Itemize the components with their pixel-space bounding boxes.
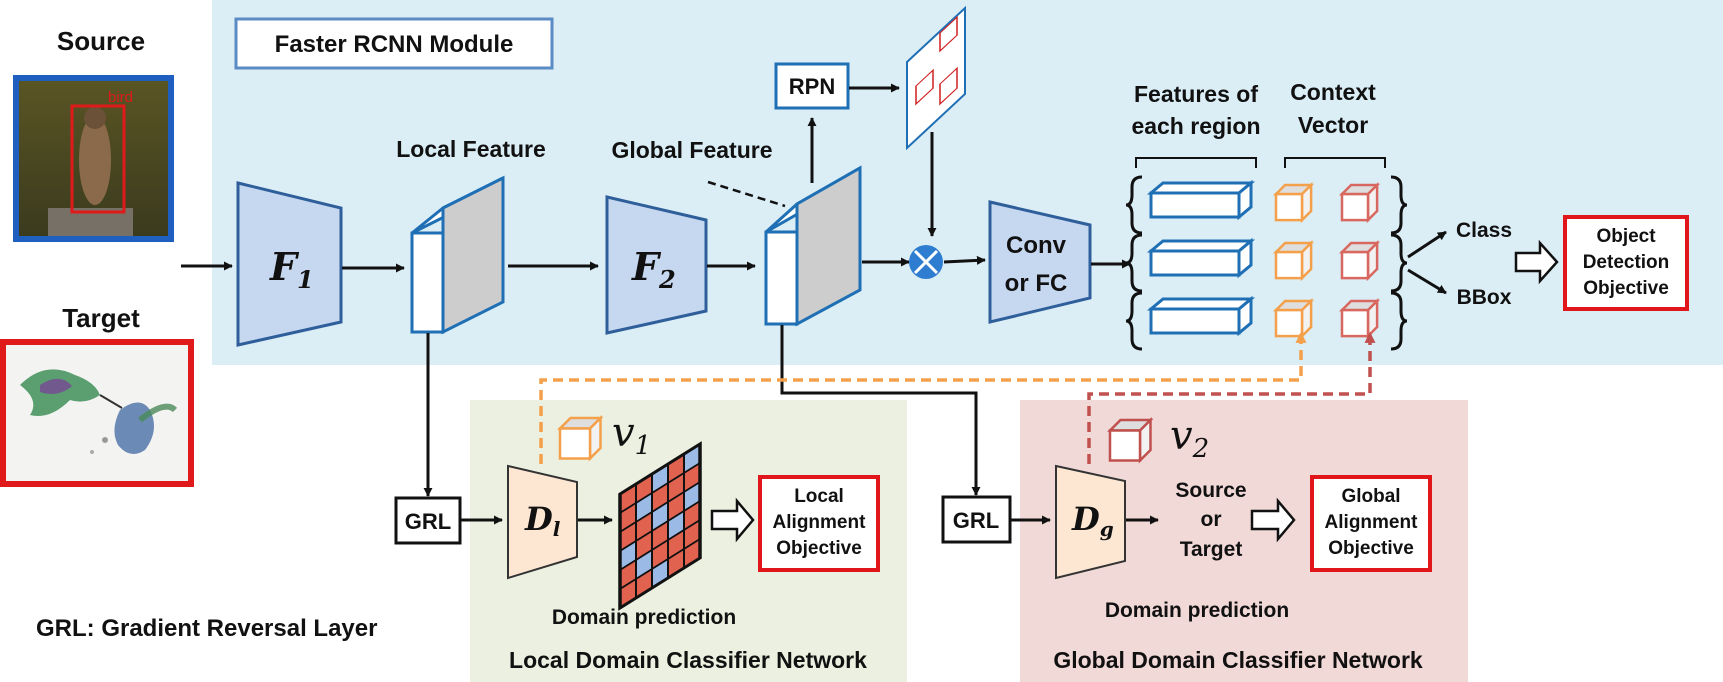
- grl-global-label: GRL: [953, 508, 999, 533]
- local-hollow-arrow: [710, 497, 755, 543]
- local-context-cube-1: [1272, 181, 1315, 224]
- region-proposals: [906, 5, 966, 151]
- rpn-box: [774, 62, 850, 110]
- global-domain-prediction-label: Domain prediction: [1105, 599, 1289, 622]
- dl-block: [507, 464, 578, 580]
- region-feature-box-1: [1146, 179, 1256, 221]
- local-domain-prediction-label: Domain prediction: [552, 606, 736, 629]
- f2-block: [605, 195, 708, 335]
- arrow-to-bbox: [1407, 268, 1447, 295]
- conv-label: Conv: [1006, 232, 1067, 259]
- arrow-roi-to-conv: [943, 255, 986, 265]
- local-panel-title: Local Domain Classifier Network: [509, 647, 867, 673]
- v2-cube-shape: [1106, 416, 1154, 464]
- local-objective-line1: Local: [794, 486, 844, 507]
- source-bbox-label: bird: [108, 89, 133, 106]
- v1-label: v1: [612, 410, 651, 461]
- region-row-2: [1125, 233, 1408, 293]
- faster-rcnn-title-box: [234, 17, 554, 70]
- detection-objective-box: [1563, 215, 1689, 311]
- v1-context-cube: [556, 414, 604, 462]
- f2-label: F2: [631, 244, 676, 294]
- target-image: [0, 339, 194, 487]
- local-prediction-map: [618, 441, 702, 611]
- global-objective-line3: Objective: [1328, 538, 1414, 559]
- local-objective-box: [758, 475, 880, 572]
- detection-objective-line3: Objective: [1583, 278, 1669, 299]
- features-brace: [1135, 157, 1257, 168]
- region-feature-box-2: [1146, 237, 1256, 279]
- context-brace: [1284, 157, 1386, 168]
- source-or-target-line2: or: [1201, 508, 1222, 531]
- detection-hollow-arrow: [1514, 239, 1559, 285]
- local-objective-line3: Objective: [776, 538, 862, 559]
- arrow-global-to-grl: [780, 325, 981, 496]
- grl-local-label: GRL: [405, 509, 451, 534]
- source-or-target-line1: Source: [1175, 479, 1246, 502]
- source-or-target-line3: Target: [1180, 538, 1243, 561]
- dl-label: Dl: [524, 500, 561, 541]
- rpn-label: RPN: [789, 74, 835, 99]
- region-row-3: [1125, 291, 1408, 351]
- conv-fc-block: [988, 200, 1092, 324]
- global-feature-pointer: [707, 180, 786, 208]
- grl-legend: GRL: Gradient Reversal Layer: [36, 615, 377, 642]
- region-feature-rows: [1125, 175, 1408, 351]
- bbox-label: BBox: [1457, 286, 1512, 309]
- target-label: Target: [62, 303, 140, 333]
- v1-dashed-link: [539, 331, 1307, 464]
- features-of-label: Features of: [1134, 81, 1258, 107]
- local-objective-line2: Alignment: [773, 512, 867, 533]
- context-label: Context: [1290, 79, 1376, 105]
- or-fc-label: or FC: [1005, 270, 1068, 297]
- faster-rcnn-title: Faster RCNN Module: [275, 31, 514, 58]
- local-feature-label: Local Feature: [396, 136, 546, 162]
- global-objective-box: [1310, 475, 1432, 572]
- detection-objective-line2: Detection: [1583, 252, 1670, 273]
- f1-label: F1: [269, 244, 314, 294]
- v2-dashed-link: [1087, 331, 1376, 464]
- class-label: Class: [1456, 219, 1512, 242]
- dg-block: [1055, 464, 1126, 580]
- local-feature-block: [410, 175, 505, 335]
- each-region-label: each region: [1131, 113, 1260, 139]
- vector-label: Vector: [1298, 112, 1368, 138]
- region-feature-box-3: [1146, 295, 1256, 337]
- global-context-cube-3: [1338, 297, 1381, 340]
- v1-cube-shape: [556, 414, 604, 462]
- global-feature-block: [764, 165, 862, 327]
- global-objective-line1: Global: [1341, 486, 1400, 507]
- global-context-cube-1: [1338, 181, 1381, 224]
- source-image: bird: [13, 75, 174, 242]
- global-panel-title: Global Domain Classifier Network: [1053, 647, 1423, 673]
- local-context-cube-3: [1272, 297, 1315, 340]
- local-context-cube-2: [1272, 239, 1315, 282]
- f1-block: [236, 181, 343, 347]
- global-context-cube-2: [1338, 239, 1381, 282]
- v2-context-cube: [1106, 416, 1154, 464]
- global-hollow-arrow: [1250, 497, 1296, 543]
- grl-local-box: [394, 496, 462, 545]
- dg-label: Dg: [1071, 500, 1114, 541]
- v2-label: v2: [1170, 413, 1209, 464]
- region-row-1: [1125, 175, 1408, 235]
- roi-pooling-operator: [909, 245, 943, 279]
- arrow-to-class: [1407, 230, 1447, 259]
- source-label: Source: [57, 26, 145, 56]
- grl-global-box: [941, 495, 1012, 544]
- global-objective-line2: Alignment: [1325, 512, 1419, 533]
- detection-objective-line1: Object: [1596, 226, 1656, 247]
- global-feature-label: Global Feature: [611, 137, 772, 163]
